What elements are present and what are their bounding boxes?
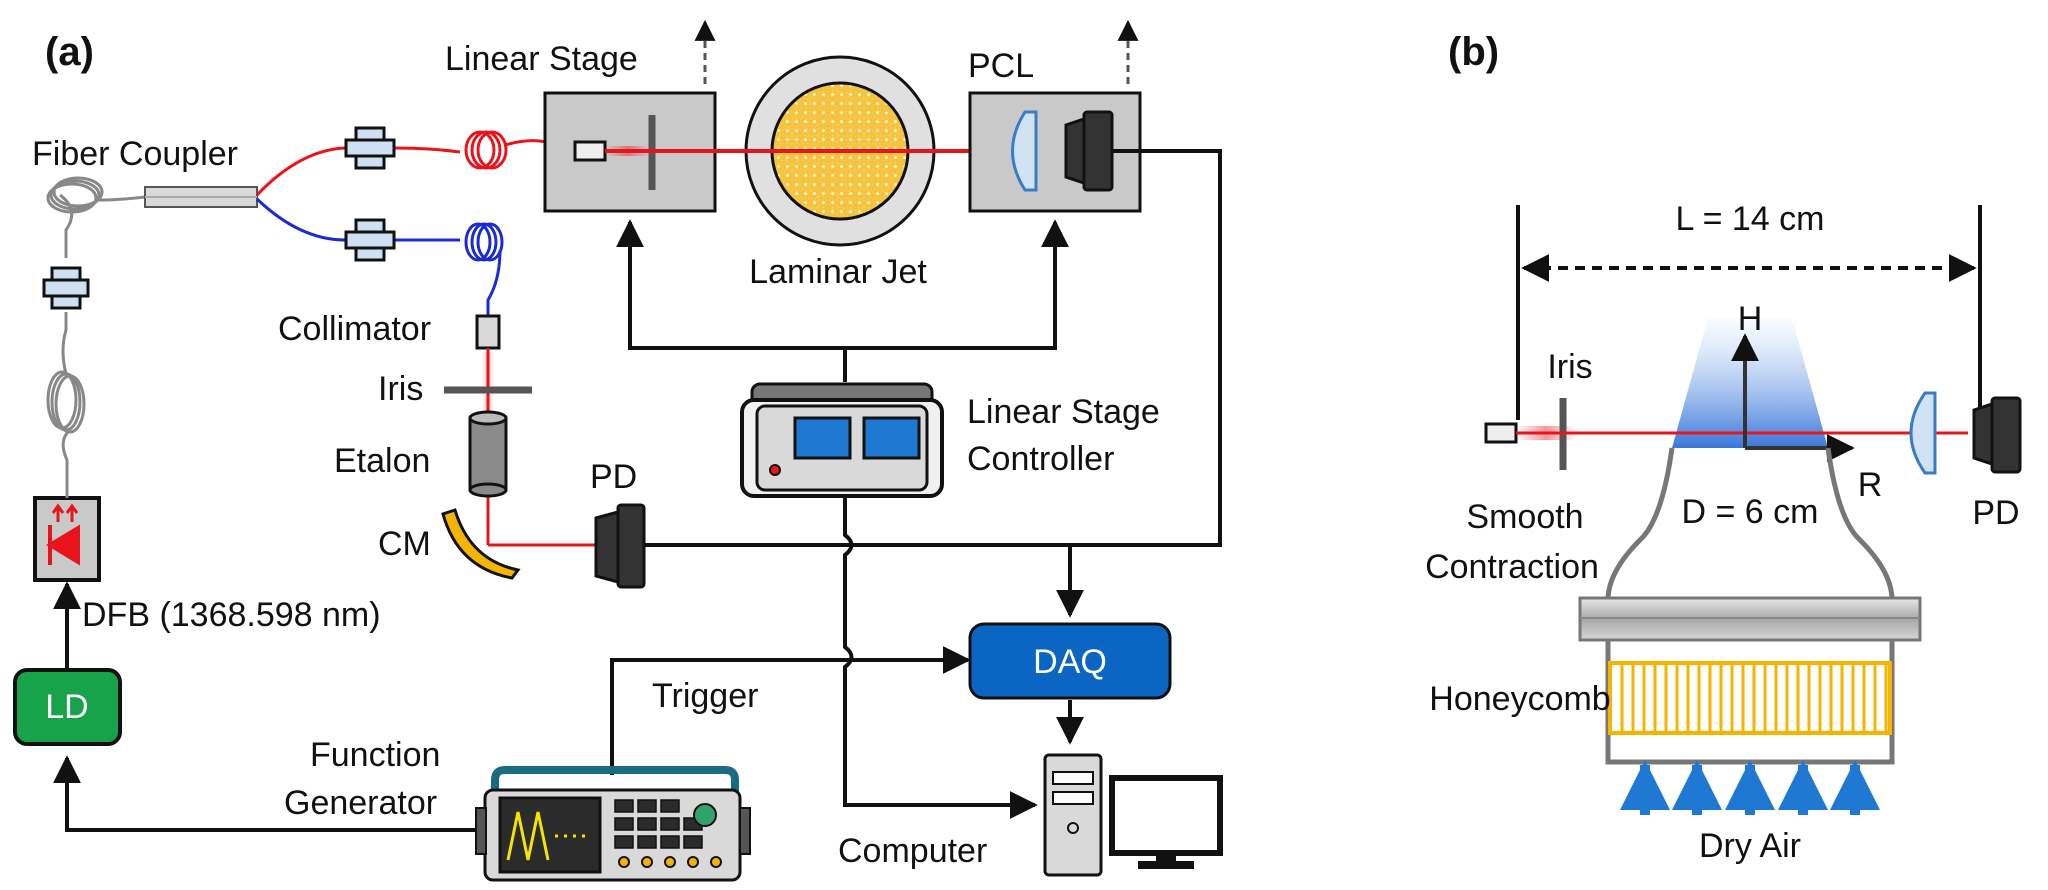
linear-stage-label: Linear Stage — [445, 40, 638, 78]
ld-box: LD — [13, 668, 122, 746]
dfb-laser — [33, 496, 101, 582]
laser-launch-b — [1484, 422, 1518, 444]
dry-air-label: Dry Air — [1699, 827, 1801, 865]
smooth-contraction — [1605, 447, 1895, 601]
pd-b-label: PD — [1972, 494, 2019, 532]
smooth-contraction-label-1: Smooth — [1466, 498, 1583, 536]
panel-label-a: (a) — [45, 30, 94, 74]
honeycomb-label: Honeycomb — [1429, 680, 1610, 718]
laminar-jet-label: Laminar Jet — [749, 253, 927, 291]
etalon — [468, 410, 508, 498]
h-axis-label: H — [1738, 300, 1763, 338]
cm-label: CM — [378, 525, 431, 563]
fiber-coupler — [144, 186, 258, 208]
function-generator — [475, 766, 751, 882]
signal-wiring — [53, 149, 1222, 832]
fiber-connector-red — [344, 126, 396, 170]
iris-a-label: Iris — [378, 370, 423, 408]
fiber-coupler-label: Fiber Coupler — [32, 135, 238, 173]
controller-label-2: Controller — [967, 440, 1114, 478]
pcl-label: PCL — [968, 47, 1034, 85]
r-axis-label: R — [1858, 466, 1883, 504]
computer — [1043, 753, 1223, 877]
red-fiber — [255, 130, 578, 197]
fiber-connector-blue — [344, 218, 396, 262]
function-generator-label-2: Generator — [284, 784, 437, 822]
collimator-label: Collimator — [278, 310, 431, 348]
pd-a — [594, 503, 646, 589]
panel-label-b: (b) — [1448, 30, 1499, 74]
daq-box: DAQ — [968, 622, 1172, 700]
dfb-label: DFB (1368.598 nm) — [82, 596, 381, 634]
honeycomb — [1605, 640, 1895, 765]
diameter-label: D = 6 cm — [1682, 493, 1819, 531]
pd-a-label: PD — [590, 458, 637, 496]
trigger-label: Trigger — [652, 677, 758, 715]
iris-b-label: Iris — [1547, 348, 1592, 386]
gray-fiber — [46, 176, 146, 498]
linear-stage-controller — [740, 382, 944, 498]
computer-label: Computer — [838, 832, 987, 870]
daq-label: DAQ — [1033, 643, 1107, 681]
dry-air-arrows — [1620, 760, 1880, 815]
cm-mirror — [441, 508, 521, 580]
length-label: L = 14 cm — [1676, 200, 1825, 238]
blue-fiber — [255, 197, 504, 316]
pcl-stage — [968, 91, 1142, 213]
pd-b — [1972, 396, 2022, 474]
function-generator-label-1: Function — [310, 736, 440, 774]
ld-label: LD — [45, 688, 88, 726]
etalon-label: Etalon — [334, 442, 430, 480]
controller-wiring — [616, 219, 1069, 382]
controller-label-1: Linear Stage — [967, 393, 1160, 431]
lens-b — [1909, 391, 1937, 475]
jet-plume — [1672, 318, 1828, 448]
fiber-connector-gray — [42, 266, 90, 310]
smooth-contraction-label-2: Contraction — [1425, 548, 1599, 586]
collimator — [475, 314, 501, 350]
